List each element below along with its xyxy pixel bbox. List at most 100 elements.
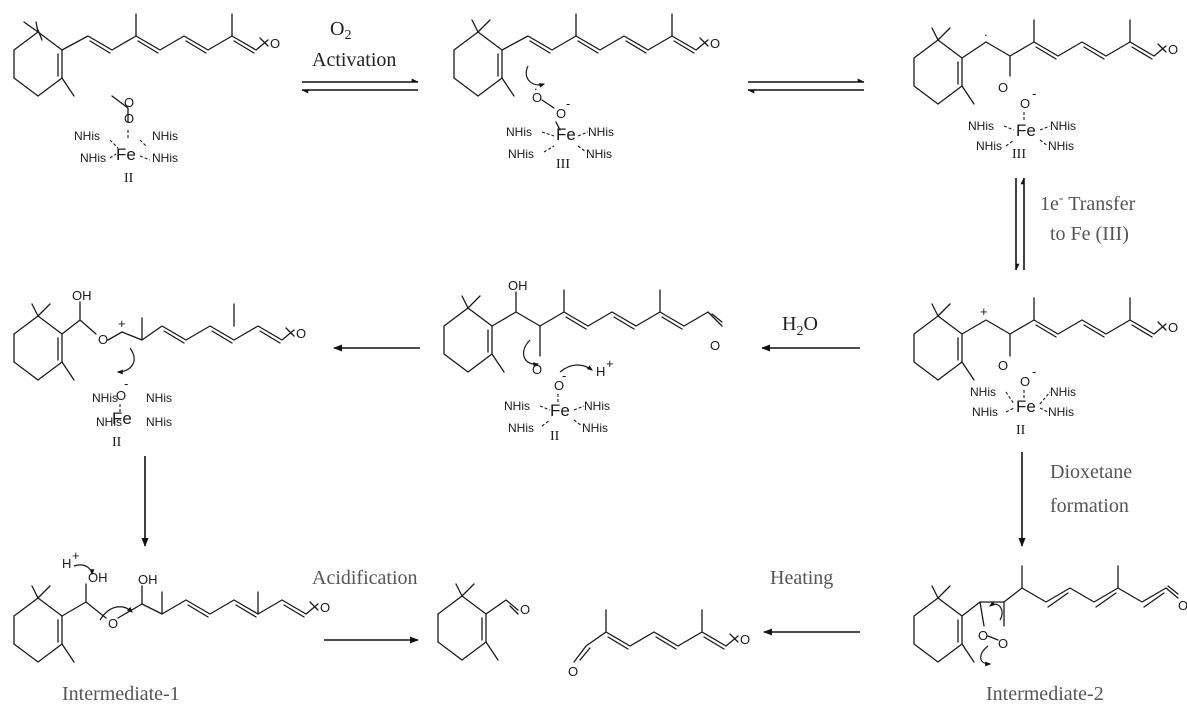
histidine-ligand-label: NHis xyxy=(152,151,178,165)
superoxo-oxygen-label: O xyxy=(124,95,134,110)
proton-charge: + xyxy=(72,548,80,563)
molecule-3-peroxo-radical: O . O O - Fe NHis NHis NHis NHis III xyxy=(913,19,1178,162)
oxidation-state-iii-label: III xyxy=(556,157,570,172)
histidine-ligand-label: NHis xyxy=(508,421,534,435)
oxidation-state-ii-label: II xyxy=(112,435,122,450)
negative-charge: - xyxy=(1032,364,1036,379)
proton-charge: + xyxy=(606,356,614,371)
histidine-ligand-label: NHis xyxy=(584,399,610,413)
equilibrium-arrow-o2-activation xyxy=(301,78,419,94)
aldehyde-oxygen-label: O xyxy=(270,36,280,51)
peroxo-oxygen-label: O xyxy=(532,362,542,377)
histidine-ligand-label: NHis xyxy=(1050,119,1076,133)
anionic-oxygen-label: O xyxy=(556,106,566,121)
curved-electron-arrow xyxy=(525,65,546,88)
acidification-label: Acidification xyxy=(312,567,418,589)
histidine-ligand-label: NHis xyxy=(588,125,614,139)
hydroxyl-label: OH xyxy=(72,288,92,303)
negative-charge: - xyxy=(566,96,570,111)
equilibrium-arrow-electron-transfer xyxy=(1015,177,1025,271)
radical-dot: . xyxy=(534,78,538,93)
formation-label: formation xyxy=(1050,495,1129,517)
aldehyde-oxygen-label: O xyxy=(1168,320,1178,335)
iron-center-label: Fe xyxy=(112,409,132,428)
curved-electron-arrow xyxy=(522,339,540,368)
proton-label: H xyxy=(596,364,605,379)
dioxetane-oxygen-label: O xyxy=(998,636,1008,651)
histidine-ligand-label: NHis xyxy=(1048,405,1074,419)
oxidation-state-ii-label: II xyxy=(124,171,134,186)
histidine-ligand-label: NHis xyxy=(92,391,118,405)
heating-label: Heating xyxy=(770,567,833,589)
histidine-ligand-label: NHis xyxy=(96,415,122,429)
intermediate-1-structure: OH H + O OH O xyxy=(13,548,330,663)
electron-transfer-label: 1e- Transfer xyxy=(1040,191,1136,215)
intermediate-2-structure: O O O xyxy=(913,565,1187,667)
intermediate-1-label: Intermediate-1 xyxy=(62,683,180,705)
oxidation-state-ii-label: II xyxy=(550,429,560,444)
histidine-ligand-label: NHis xyxy=(970,385,996,399)
anionic-oxygen-label: O xyxy=(554,378,564,393)
histidine-ligand-label: NHis xyxy=(74,129,100,143)
radical-dot: . xyxy=(984,24,988,39)
intermediate-2-label: Intermediate-2 xyxy=(986,683,1104,705)
peroxo-oxygen-label: O xyxy=(998,358,1008,373)
proton-label: H xyxy=(62,556,71,571)
oxo-oxygen-label: O xyxy=(116,388,126,403)
molecule-5-hydroxy-peroxo: O OH O O - H + Fe NHis NHis NHis NHis II xyxy=(443,278,723,444)
activation-label: Activation xyxy=(312,49,396,71)
equilibrium-arrow-radical-addition xyxy=(747,78,865,94)
histidine-ligand-label: NHis xyxy=(146,391,172,405)
curved-electron-arrow xyxy=(559,364,593,373)
dialdehyde-product: O O xyxy=(568,609,750,679)
curved-electron-arrow xyxy=(116,347,135,375)
dioxetane-oxygen-label: O xyxy=(978,628,988,643)
iron-center-label: Fe xyxy=(1016,121,1036,140)
molecule-6-hemiacetal-cation: OH O O + O - Fe NHis NHis NHis NHis II xyxy=(13,288,306,450)
histidine-ligand-label: NHis xyxy=(972,405,998,419)
anionic-oxygen-label: O xyxy=(1020,96,1030,111)
histidine-ligand-label: NHis xyxy=(504,399,530,413)
molecule-4-carbocation-peroxo: O + O O - Fe NHis NHis NHis NHis II xyxy=(913,297,1178,438)
to-fe-iii-label: to Fe (III) xyxy=(1050,223,1129,245)
water-label: H2O xyxy=(782,313,818,339)
histidine-ligand-label: NHis xyxy=(80,151,106,165)
aldehyde-oxygen-label: O xyxy=(1168,42,1178,57)
hydroxyl-label: OH xyxy=(508,278,528,293)
histidine-ligand-label: NHis xyxy=(1048,139,1074,153)
histidine-ligand-label: NHis xyxy=(508,147,534,161)
aldehyde-oxygen-label: O xyxy=(710,338,720,353)
aldehyde-oxygen-label: O xyxy=(1178,598,1187,613)
aldehyde-oxygen-label: O xyxy=(568,664,578,679)
iron-center-label: Fe xyxy=(116,145,136,164)
o2-label: O2 xyxy=(330,18,351,43)
ether-oxygen-label: O xyxy=(98,332,108,347)
aldehyde-oxygen-label: O xyxy=(320,600,330,615)
anionic-oxygen-label: O xyxy=(1020,374,1030,389)
histidine-ligand-label: NHis xyxy=(506,125,532,139)
aldehyde-oxygen-label: O xyxy=(520,602,530,617)
radical-oxygen-label: O xyxy=(532,90,542,105)
iron-center-label: Fe xyxy=(550,401,570,420)
iron-center-label: Fe xyxy=(1016,397,1036,416)
oxocarbenium-charge: + xyxy=(118,316,126,331)
histidine-ligand-label: NHis xyxy=(968,119,994,133)
curved-electron-arrow xyxy=(989,601,1003,621)
hydroxyl-label: OH xyxy=(138,572,158,587)
aldehyde-oxygen-label: O xyxy=(296,326,306,341)
hydroxyl-label: OH xyxy=(88,570,108,585)
oxidation-state-iii-label: III xyxy=(1012,147,1026,162)
histidine-ligand-label: NHis xyxy=(976,139,1002,153)
curved-electron-arrow xyxy=(73,564,95,576)
curved-electron-arrow xyxy=(99,606,133,621)
beta-cyclocitral-product: O xyxy=(437,583,530,661)
aldehyde-oxygen-label: O xyxy=(710,36,720,51)
histidine-ligand-label: NHis xyxy=(586,147,612,161)
curved-electron-arrow xyxy=(980,645,992,667)
histidine-ligand-label: NHis xyxy=(146,415,172,429)
ether-oxygen-label: O xyxy=(108,616,118,631)
histidine-ligand-label: NHis xyxy=(582,421,608,435)
peroxo-oxygen-label: O xyxy=(998,80,1008,95)
carbocation-charge: + xyxy=(980,304,988,319)
